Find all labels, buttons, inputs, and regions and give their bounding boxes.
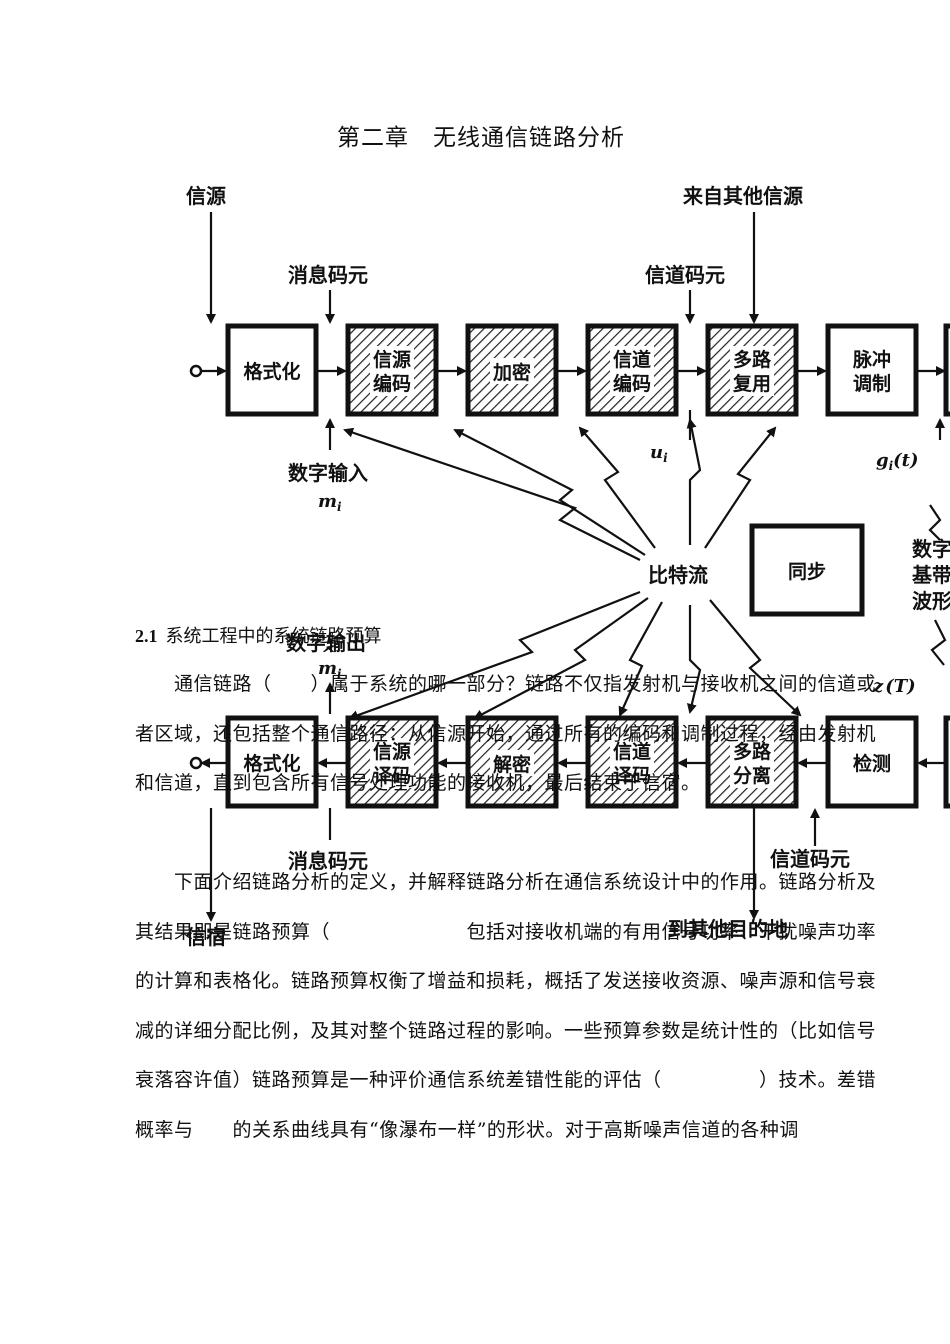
chapter-title: 第二章 无线通信链路分析 <box>337 125 625 151</box>
block-demultiplex: 多路 分离 <box>705 715 799 809</box>
label-m-i: mi <box>318 491 342 514</box>
label-other-destinations: 到其他目的地 <box>668 917 788 941</box>
top-row: 格式化 信源 编码 加密 信道 编码 多路 复用 <box>189 323 950 417</box>
label-message-symbols-bottom: 消息码元 <box>288 849 368 873</box>
svg-text:检测: 检测 <box>853 752 891 775</box>
bitstream-arrows-up <box>343 418 777 561</box>
svg-text:格式化: 格式化 <box>243 752 300 775</box>
svg-text:信源: 信源 <box>373 740 411 763</box>
label-baseband-3: 波形 <box>912 589 950 613</box>
svg-text:多路: 多路 <box>733 740 772 763</box>
label-other-sources: 来自其他信源 <box>682 184 803 208</box>
svg-text:信道: 信道 <box>613 348 651 371</box>
svg-text:调制: 调制 <box>853 372 891 395</box>
svg-text:编码: 编码 <box>613 372 651 395</box>
hat-mark: ^ <box>321 644 336 665</box>
label-baseband-1: 数字 <box>912 537 950 561</box>
svg-text:格式化: 格式化 <box>243 360 300 383</box>
label-bitstream: 比特流 <box>648 563 708 587</box>
output-terminal <box>189 756 203 770</box>
block-channel-encode: 信道 编码 <box>585 323 679 417</box>
label-m-hat-i: mi <box>318 658 342 681</box>
block-source-decode: 信源 译码 <box>345 715 439 809</box>
label-z-t: z(T) <box>872 676 916 697</box>
svg-text:信源: 信源 <box>373 348 411 371</box>
section-number: 2.1 <box>135 626 158 646</box>
section-heading: 2.1 系统工程中的系统链路预算 <box>135 622 382 648</box>
block-pulse-modulate: 脉冲 调制 <box>825 323 919 417</box>
paragraph-1: 通信链路（ ）属于系统的哪一部分？链路不仅指发射机与接收机之间的信道或者区域，还… <box>135 673 877 795</box>
label-digital-output: 数字输出 <box>286 631 366 655</box>
paragraph-2: 下面介绍链路分析的定义，并解释链路分析在通信系统设计中的作用。链路分析及其结果即… <box>135 871 877 1141</box>
block-multiplex: 多路 复用 <box>705 323 799 417</box>
svg-text:解密: 解密 <box>493 753 531 776</box>
svg-text:编码: 编码 <box>373 372 411 395</box>
label-baseband-2: 基带 <box>912 563 950 587</box>
block-format-bottom: 格式化 <box>225 715 319 809</box>
label-g-i-t: gi(t) <box>876 450 919 473</box>
svg-text:译码: 译码 <box>613 765 651 787</box>
baseband-connector <box>928 504 942 541</box>
svg-text:同步: 同步 <box>788 561 826 583</box>
block-encrypt: 加密 <box>465 323 559 417</box>
svg-text:加密: 加密 <box>492 361 531 384</box>
block-channel-decode: 信道 译码 <box>585 715 679 809</box>
svg-text:信道: 信道 <box>613 740 651 763</box>
label-channel-symbols-top: 信道码元 <box>645 263 725 287</box>
svg-text:复用: 复用 <box>732 372 771 395</box>
label-u-i: ui <box>650 442 668 465</box>
section-title: 系统工程中的系统链路预算 <box>165 626 382 647</box>
label-message-symbols-top: 消息码元 <box>288 263 368 287</box>
svg-text:多路: 多路 <box>733 348 772 371</box>
block-sync: 同步 <box>749 523 865 617</box>
bitstream-arrows-down <box>348 590 802 720</box>
block-source-encode: 信源 编码 <box>345 323 439 417</box>
input-terminal <box>189 364 203 378</box>
svg-text:脉冲: 脉冲 <box>852 348 891 371</box>
bottom-row: 格式化 信源 译码 解密 信道 译码 多路 分离 <box>189 715 950 809</box>
label-sink: 信宿 <box>186 925 226 949</box>
svg-text:分离: 分离 <box>733 764 771 787</box>
svg-text:译码: 译码 <box>373 765 411 787</box>
label-digital-input: 数字输入 <box>288 461 368 485</box>
label-channel-symbols-bottom: 信道码元 <box>770 847 850 871</box>
block-detect: 检测 <box>825 715 919 809</box>
block-decrypt: 解密 <box>465 715 559 809</box>
block-format-top: 格式化 <box>225 323 319 417</box>
label-source: 信源 <box>186 184 226 208</box>
